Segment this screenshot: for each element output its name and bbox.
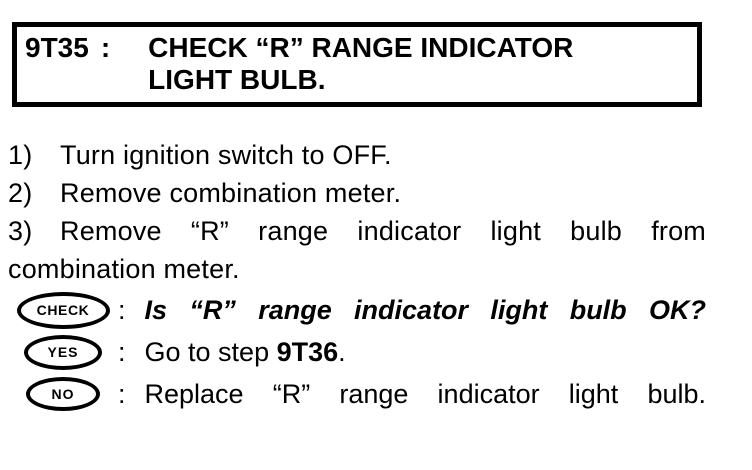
procedure-title: CHECK “R” RANGE INDICATOR LIGHT BULB. — [148, 32, 573, 96]
decision-row-yes: YES : Go to step 9T36. — [8, 331, 706, 373]
procedure-title-line1: CHECK “R” RANGE INDICATOR — [148, 32, 574, 63]
step-number: 1) — [8, 140, 33, 170]
procedure-steps: 1) Turn ignition switch to OFF. 2) Remove … — [8, 136, 706, 288]
no-action-text: Replace “R” range indicator light bulb. — [144, 378, 706, 409]
no-badge: NO — [26, 377, 100, 411]
decision-colon: : — [118, 294, 126, 325]
step-number: 3) — [8, 216, 33, 246]
yes-badge: YES — [24, 334, 102, 370]
badge-cell: CHECK — [8, 291, 118, 329]
procedure-step-1: 1) Turn ignition switch to OFF. — [8, 136, 706, 174]
procedure-step-id: 9T35: — [25, 32, 110, 64]
step-id-separator: : — [100, 32, 111, 63]
step-number: 2) — [8, 178, 33, 208]
procedure-title-line2: LIGHT BULB. — [148, 64, 326, 95]
yes-action-text: Go to step 9T36. — [145, 337, 706, 368]
decision-colon: : — [118, 336, 126, 367]
step-text: Turn ignition switch to OFF. — [60, 140, 392, 170]
yes-action-suffix: . — [338, 336, 346, 367]
step-text: combination meter. — [8, 254, 240, 284]
check-question-text: Is “R” range indicator light bulb OK? — [144, 294, 706, 325]
step-text: Remove combination meter. — [60, 178, 402, 208]
badge-cell: YES — [8, 334, 118, 370]
procedure-step-3: 3) Remove “R” range indicator light bulb … — [8, 212, 706, 250]
procedure-step-3-continuation: combination meter. — [8, 250, 706, 288]
badge-cell: NO — [8, 377, 118, 411]
step-text: Remove “R” range indicator light bulb fr… — [60, 216, 706, 246]
procedure-step-2: 2) Remove combination meter. — [8, 174, 706, 212]
yes-action-step-ref: 9T36 — [276, 336, 339, 367]
decision-colon: : — [118, 378, 126, 409]
decision-section: CHECK : Is “R” range indicator light bul… — [8, 289, 706, 415]
decision-row-no: NO : Replace “R” range indicator light b… — [8, 373, 706, 415]
procedure-header-box: 9T35: CHECK “R” RANGE INDICATOR LIGHT BU… — [12, 22, 702, 107]
step-id-text: 9T35 — [25, 32, 89, 63]
yes-action-prefix: Go to step — [144, 336, 277, 367]
decision-row-check: CHECK : Is “R” range indicator light bul… — [8, 289, 706, 331]
check-badge: CHECK — [16, 291, 110, 329]
